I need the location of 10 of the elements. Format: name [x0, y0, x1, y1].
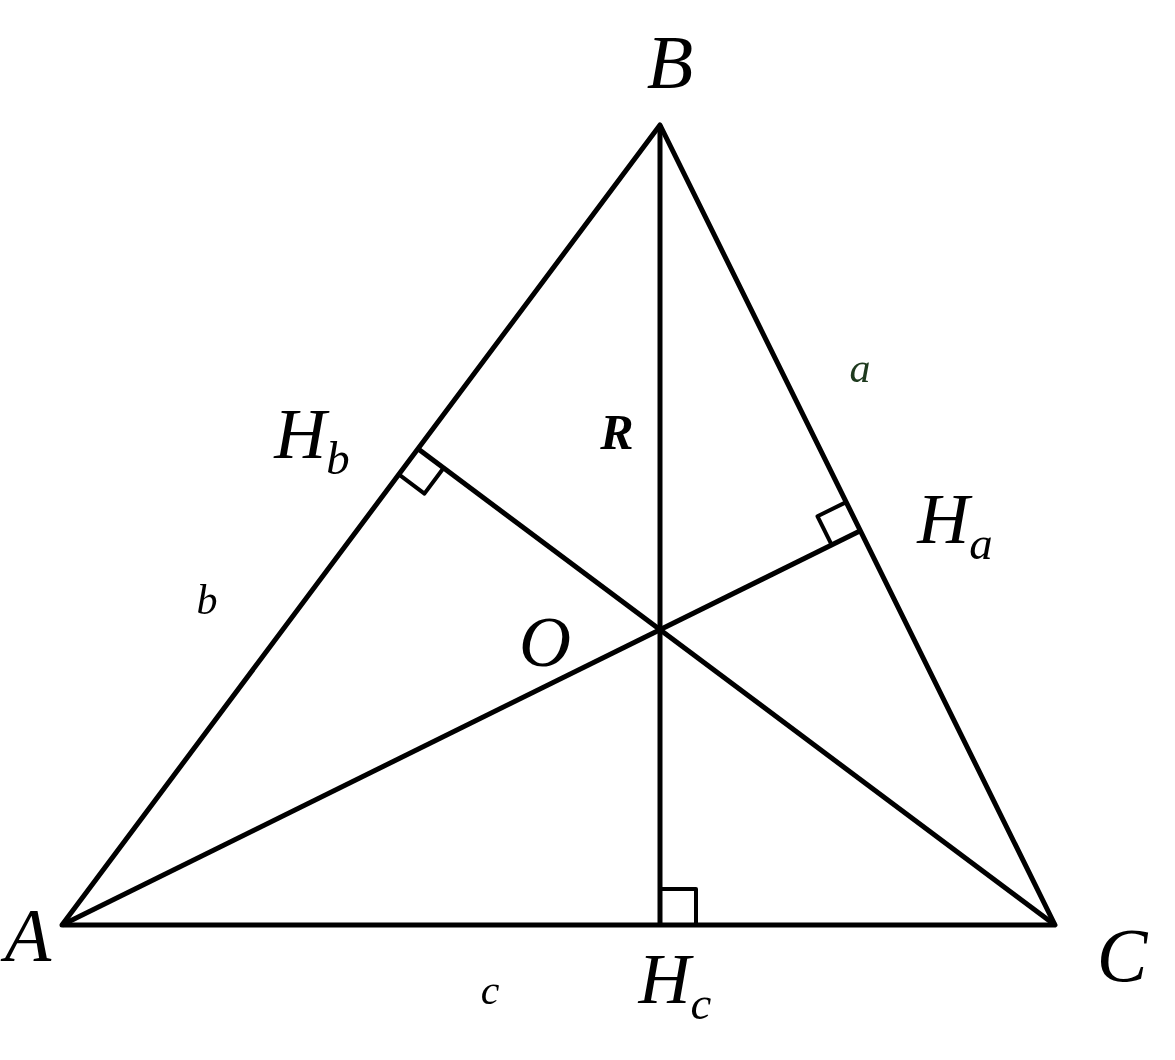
point-label: H$_{c}$ [638, 942, 712, 1028]
vertex-label: C [1096, 917, 1148, 993]
side-label: a [849, 347, 871, 389]
point-label: H$_{b}$ [274, 397, 350, 483]
radius-label: R [600, 407, 634, 457]
side-label: c [480, 969, 500, 1011]
vertex-label: B [646, 24, 694, 100]
side-label: b [196, 579, 218, 621]
point-label: H$_{a}$ [917, 482, 993, 568]
point-label: O [519, 606, 571, 678]
